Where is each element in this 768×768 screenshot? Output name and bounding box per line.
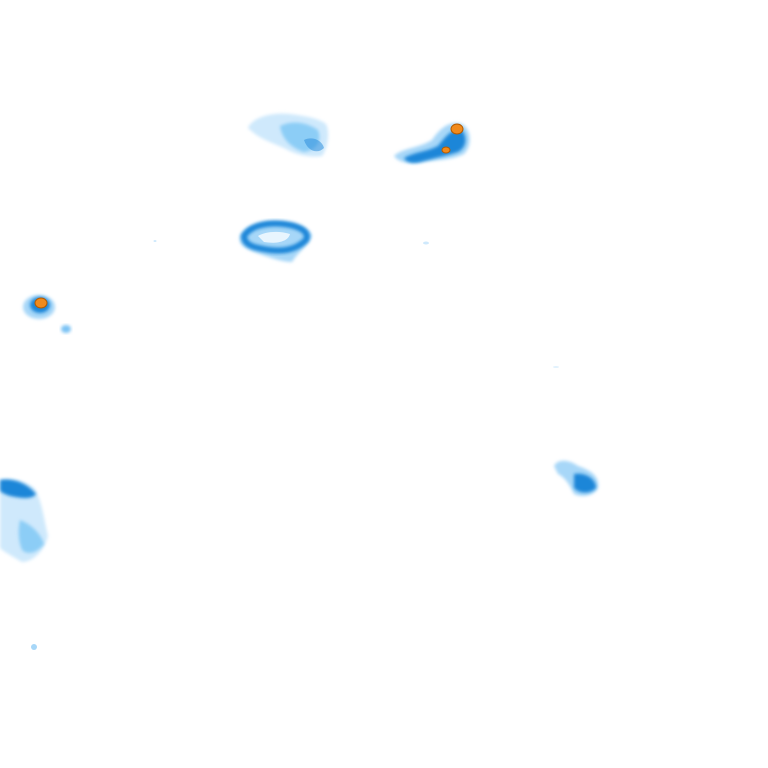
precip-medium-area <box>18 520 44 553</box>
precip-cell-north-east <box>394 122 470 164</box>
precip-heavy-area <box>0 479 36 498</box>
precip-cell-south-west <box>0 479 48 650</box>
precip-speck <box>153 240 157 242</box>
precip-heavy-ring <box>240 220 310 254</box>
precip-speck <box>553 366 559 368</box>
precip-cell-west <box>23 295 71 333</box>
precip-speck <box>61 325 71 333</box>
precip-specks <box>153 240 559 368</box>
precip-heavy-area <box>404 129 466 163</box>
precip-intense-core <box>450 123 464 135</box>
precip-heavy-area <box>304 138 324 152</box>
precip-speck <box>31 644 37 650</box>
precip-ring-interior <box>258 231 290 243</box>
precip-cell-east <box>554 460 599 496</box>
precip-cell-center <box>239 220 312 262</box>
precip-cell-north-west <box>248 113 329 157</box>
precip-speck <box>423 241 429 245</box>
precip-intense-core <box>34 297 48 309</box>
precip-heavy-area <box>574 473 596 493</box>
precip-intense-core <box>441 146 451 154</box>
